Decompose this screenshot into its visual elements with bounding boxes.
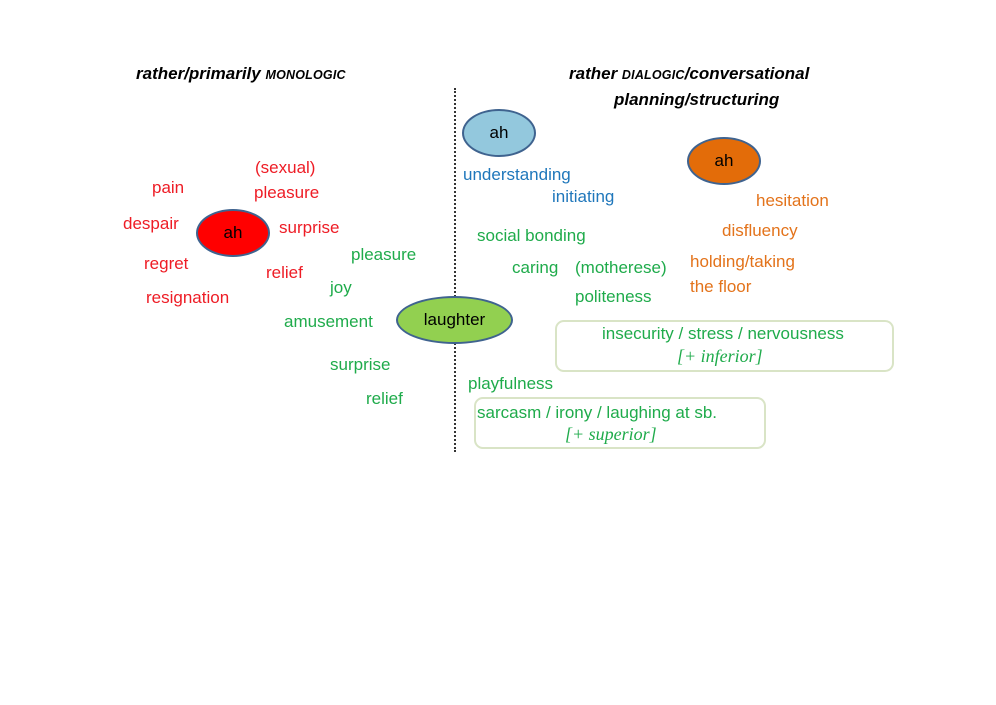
label-the-floor: the floor (690, 277, 752, 296)
label-resignation: resignation (146, 288, 230, 307)
label-surprise-green: surprise (330, 355, 391, 374)
label-politeness: politeness (575, 287, 652, 306)
label-superior: [+ superior] (565, 424, 657, 444)
label-holding-taking: holding/taking (690, 252, 795, 271)
heading-dialogic: rather DIALOGIC/conversational (569, 64, 810, 83)
heading-monologic: rather/primarily MONOLOGIC (136, 64, 346, 83)
label-initiating: initiating (552, 187, 615, 206)
label-playfulness: playfulness (468, 374, 554, 393)
label-pain: pain (152, 178, 185, 197)
dotted-divider (454, 88, 456, 452)
heading-monologic-smallcaps: MONOLOGIC (265, 68, 346, 82)
ah-blue-node: ah (462, 109, 536, 157)
label-hesitation: hesitation (756, 191, 829, 210)
laughter-node: laughter (396, 296, 513, 344)
ah-red-node: ah (196, 209, 270, 257)
label-disfluency: disfluency (722, 221, 798, 240)
heading-dialogic-smallcaps: DIALOGIC (621, 68, 685, 82)
box-sarcasm (474, 397, 766, 449)
label-understanding: understanding (463, 165, 571, 184)
label-insecurity: insecurity / stress / nervousness (602, 324, 844, 343)
label-motherese: (motherese) (575, 258, 667, 277)
label-pleasure-red: pleasure (254, 183, 320, 202)
ah-orange-node: ah (687, 137, 761, 185)
label-inferior: [+ inferior] (677, 346, 763, 366)
label-pleasure-green: pleasure (351, 245, 417, 264)
label-amusement: amusement (284, 312, 373, 331)
label-regret: regret (144, 254, 189, 273)
label-caring: caring (512, 258, 559, 277)
label-sexual: (sexual) (255, 158, 316, 177)
label-sarcasm: sarcasm / irony / laughing at sb. (477, 403, 718, 422)
label-relief-green: relief (366, 389, 403, 408)
label-relief-red: relief (266, 263, 303, 282)
box-insecurity (555, 320, 894, 372)
label-despair: despair (123, 214, 179, 233)
label-joy: joy (330, 278, 352, 297)
heading-planning: planning/structuring (614, 90, 780, 109)
label-social-bonding: social bonding (477, 226, 586, 245)
label-surprise-red: surprise (279, 218, 340, 237)
